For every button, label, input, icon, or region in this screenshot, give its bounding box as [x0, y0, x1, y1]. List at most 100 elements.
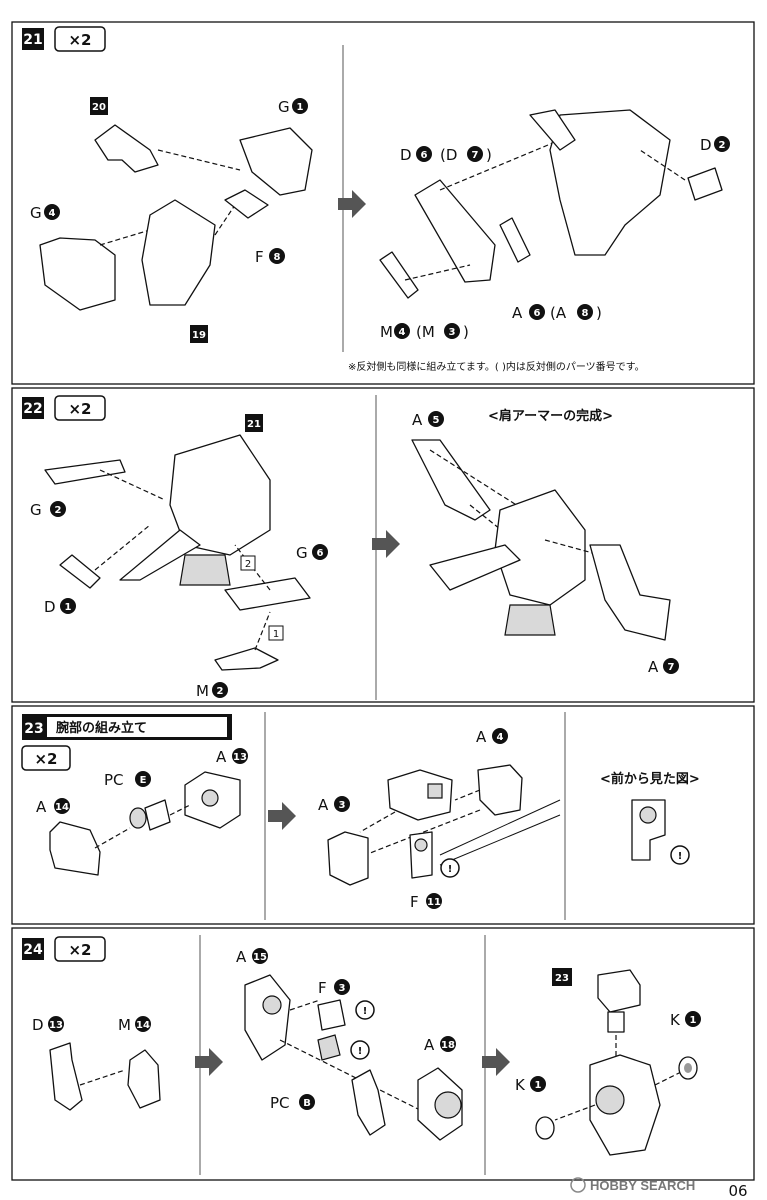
part-letter: F — [318, 979, 327, 997]
flow-arrow — [338, 190, 366, 218]
watermark-text: HOBBY SEARCH — [590, 1178, 695, 1193]
step-title: 腕部の組み立て — [56, 720, 147, 736]
step-23-frame — [11, 705, 755, 925]
part-number: 4 — [497, 732, 504, 743]
part-number: 3 — [339, 800, 346, 811]
assembly-guide — [254, 611, 271, 651]
body-fin — [529, 109, 576, 151]
part-m14-shape — [127, 1049, 161, 1109]
part-letter: PC — [104, 771, 124, 789]
multiplier: ×2 — [68, 941, 91, 959]
subassembly-ref-label: 20 — [92, 102, 106, 113]
part-number: 14 — [136, 1020, 150, 1031]
step-21-frame — [11, 21, 755, 385]
caution-mark: ! — [363, 1006, 368, 1017]
assembly-guide — [169, 804, 191, 816]
part-number-circle — [292, 98, 308, 114]
part-letter: G — [30, 204, 42, 222]
part-letter: (A — [550, 304, 567, 322]
part-number-circle — [48, 1016, 64, 1032]
part-letter: A — [36, 798, 47, 816]
part-letter: G — [278, 98, 290, 116]
part-letter: M — [118, 1016, 131, 1034]
part-number: 3 — [449, 327, 456, 338]
part-number-circle — [394, 323, 410, 339]
part-19-shape — [141, 199, 216, 306]
part-number-circle — [440, 1036, 456, 1052]
assembly-guide — [639, 149, 686, 181]
part-letter: D — [44, 598, 56, 616]
step-number: 22 — [23, 401, 42, 417]
part-number: 6 — [317, 548, 324, 559]
subassembly-ref-21 — [245, 414, 263, 432]
part-letter: A — [476, 728, 487, 746]
subassembly-ref-label: 21 — [247, 419, 261, 430]
step-24-panel: 24 ×2 D 13 M 14 A 15 F 3 ! ! PC — [11, 927, 755, 1181]
step-24-frame — [11, 927, 755, 1181]
shoulder-joint — [179, 554, 231, 586]
part-number: 13 — [233, 752, 247, 763]
part-number-circle — [252, 948, 268, 964]
multiplier: ×2 — [68, 31, 91, 49]
part-letter: M — [380, 323, 393, 341]
step-title-box — [47, 717, 227, 737]
upper-arm-ref-shape — [597, 969, 641, 1013]
part-pce-shape — [144, 799, 171, 831]
step-number: 23 — [24, 721, 43, 737]
part-a6-shape — [499, 217, 531, 263]
part-letter: D — [32, 1016, 44, 1034]
part-number: 15 — [253, 952, 267, 963]
part-letter: D — [700, 136, 712, 154]
part-letter: (D — [440, 146, 457, 164]
part-pcb-shape — [317, 1034, 341, 1061]
part-a5-shape — [411, 439, 491, 521]
part-letter: ) — [486, 146, 492, 164]
completion-heading: <肩アーマーの完成> — [488, 408, 613, 424]
part-20-shape — [94, 124, 159, 173]
part-a18-socket — [434, 1091, 462, 1119]
part-number: B — [303, 1098, 311, 1109]
part-a15-shape — [244, 974, 291, 1061]
part-number: 4 — [399, 327, 406, 338]
part-number: 6 — [421, 150, 428, 161]
multiplier: ×2 — [34, 750, 57, 768]
part-number: 14 — [55, 802, 69, 813]
forearm-socket — [595, 1085, 625, 1115]
caution-mark: ! — [358, 1046, 363, 1057]
part-number: 2 — [55, 505, 62, 516]
part-number-circle — [444, 323, 460, 339]
assembly-guide — [214, 189, 246, 236]
part-number-circle — [492, 728, 508, 744]
completed-wing — [429, 544, 521, 591]
assembly-guide — [94, 524, 151, 571]
part-m2-shape — [214, 647, 279, 671]
part-number-circle — [50, 501, 66, 517]
part-number-circle — [529, 304, 545, 320]
assembly-guide — [289, 999, 321, 1011]
inner-hand-part — [351, 1069, 386, 1136]
part-pce-ball — [129, 807, 147, 829]
assembly-guide — [157, 149, 241, 171]
part-number: 1 — [535, 1080, 542, 1091]
caution-icon — [670, 845, 690, 865]
part-number-circle — [467, 146, 483, 162]
part-d1-shape — [59, 554, 101, 589]
part-number-circle — [269, 248, 285, 264]
part-letter: D — [400, 146, 412, 164]
part-letter: G — [30, 501, 42, 519]
part-m4-shape — [379, 251, 419, 299]
part-number-circle — [44, 204, 60, 220]
part-letter: A — [412, 411, 423, 429]
part-letter: (M — [416, 323, 435, 341]
part-number-circle — [685, 1011, 701, 1027]
assembly-guide — [439, 139, 561, 191]
part-g4-shape — [39, 237, 116, 311]
part-number-circle — [312, 544, 328, 560]
part-f8-shape — [224, 189, 269, 219]
assembly-guide — [544, 539, 601, 556]
part-letter: G — [296, 544, 308, 562]
order-mark — [240, 555, 256, 571]
part-a13-socket — [201, 789, 219, 807]
flow-arrow — [268, 802, 296, 830]
